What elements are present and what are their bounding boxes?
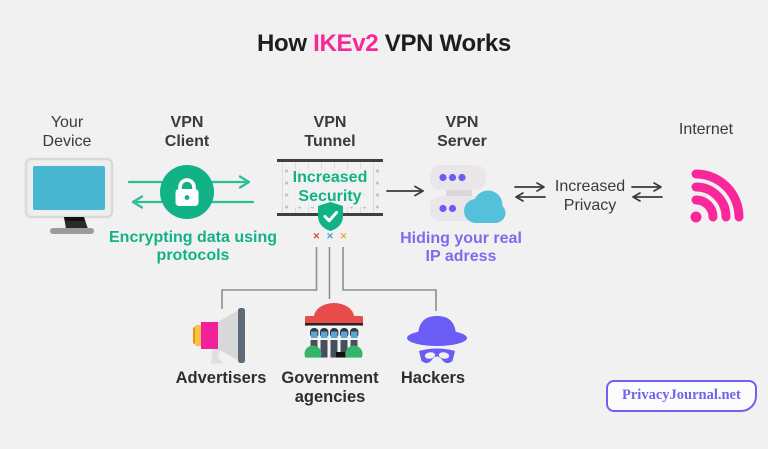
- blocked-x-icon: ✕: [326, 231, 334, 241]
- label-vpn-client: VPN Client: [164, 114, 210, 150]
- blocked-x-icon: ✕: [312, 231, 321, 241]
- shield-check-icon: [318, 202, 343, 231]
- caption-hiding-ip: Hiding your real IP adress: [400, 230, 522, 266]
- arrow-right-icon: [386, 185, 424, 197]
- blocked-x-icon: ✕: [339, 231, 348, 241]
- cloud-icon: [464, 190, 506, 223]
- title-post: VPN Works: [378, 30, 512, 57]
- label-government-agencies: Government agencies: [281, 369, 379, 407]
- label-vpn-tunnel: VPN Tunnel: [304, 114, 356, 150]
- page-title: How IKEv2 VPN Works: [257, 30, 511, 58]
- label-increased-privacy: Increased Privacy: [554, 178, 626, 215]
- lock-icon: [160, 165, 214, 219]
- blocked-marks: ✕ ✕ ✕: [313, 231, 348, 242]
- megaphone-icon: [193, 308, 245, 364]
- privacyjournal-badge[interactable]: PrivacyJournal.net: [606, 380, 757, 412]
- tunnel-increased-security-text: Increased Security: [290, 169, 370, 207]
- double-arrow-icon: [514, 182, 546, 202]
- title-highlight: IKEv2: [313, 30, 379, 57]
- title-pre: How: [257, 30, 314, 57]
- label-vpn-server: VPN Server: [437, 114, 487, 150]
- wifi-signal-icon: [690, 169, 744, 223]
- computer-monitor-icon: [24, 157, 114, 234]
- vpn-server-icon: [430, 165, 506, 223]
- label-advertisers: Advertisers: [175, 369, 267, 387]
- government-building-icon: [303, 303, 365, 364]
- caption-encrypting: Encrypting data using protocols: [108, 229, 278, 265]
- double-arrow-icon: [631, 182, 663, 202]
- spy-icon: [407, 316, 467, 364]
- label-internet: Internet: [678, 121, 734, 138]
- label-your-device: Your Device: [42, 114, 92, 150]
- label-hackers: Hackers: [400, 369, 466, 387]
